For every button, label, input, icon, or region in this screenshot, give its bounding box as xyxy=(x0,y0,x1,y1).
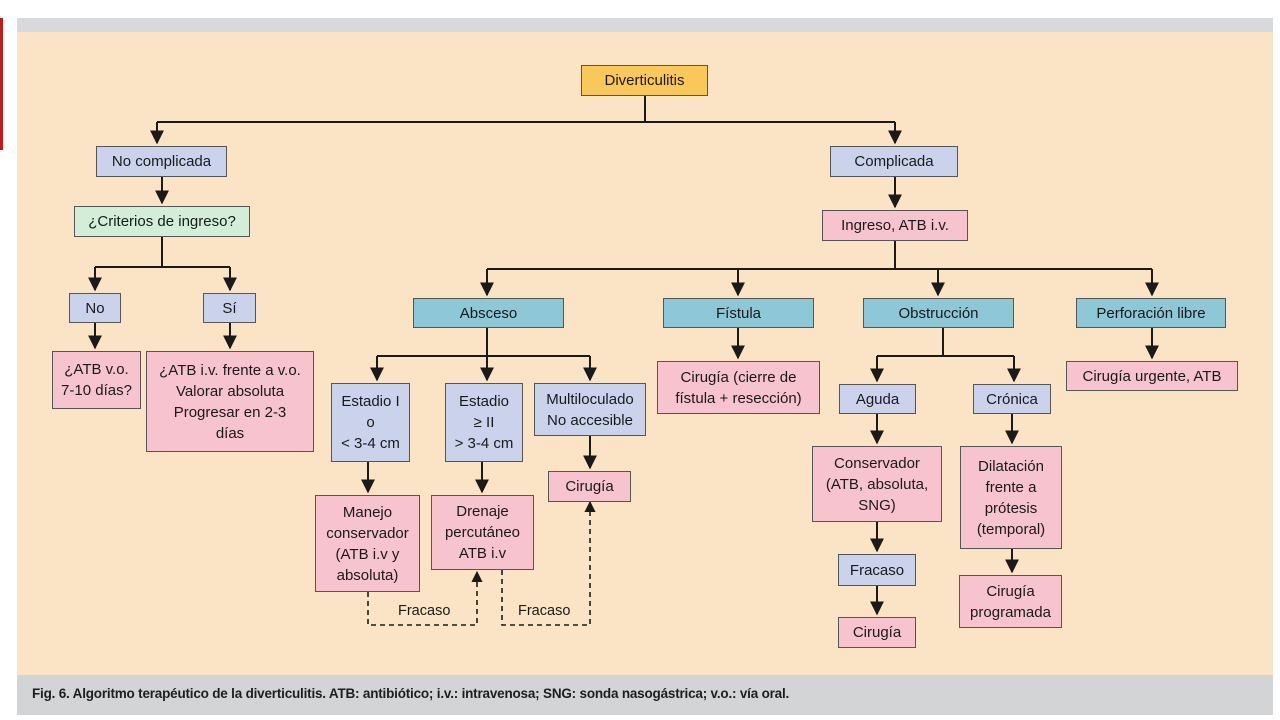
node-complicada: Complicada xyxy=(830,146,958,177)
node-si: Sí xyxy=(203,293,256,323)
node-cronica: Crónica xyxy=(973,384,1051,414)
top-bar xyxy=(17,18,1273,32)
node-cirugia-multiloculado: Cirugía xyxy=(548,471,631,502)
edge-fracaso-drenaje-to-cirugia xyxy=(501,500,596,626)
node-no: No xyxy=(69,293,121,323)
page-edge-mark xyxy=(0,18,3,150)
node-conservador: Conservador (ATB, absoluta, SNG) xyxy=(812,446,942,522)
node-aguda: Aguda xyxy=(839,384,916,414)
node-fracaso: Fracaso xyxy=(838,554,916,586)
node-atb-iv: ¿ATB i.v. frente a v.o. Valorar absoluta… xyxy=(146,351,314,452)
node-criterios-ingreso: ¿Criterios de ingreso? xyxy=(74,206,250,237)
node-estadio-2: Estadio ≥ II > 3-4 cm xyxy=(445,383,523,462)
node-cirugia-fistula: Cirugía (cierre de fístula + resección) xyxy=(657,361,820,414)
node-no-complicada: No complicada xyxy=(96,146,227,177)
node-cirugia-aguda: Cirugía xyxy=(838,617,916,648)
node-atb-vo: ¿ATB v.o. 7-10 días? xyxy=(52,351,141,409)
node-absceso: Absceso xyxy=(413,298,564,328)
node-estadio-1: Estadio I o < 3-4 cm xyxy=(331,383,410,462)
edge-label-fracaso-1: Fracaso xyxy=(398,603,451,619)
node-fistula: Fístula xyxy=(663,298,814,328)
caption-bar xyxy=(17,675,1273,715)
node-cirugia-urgente: Cirugía urgente, ATB xyxy=(1066,361,1238,391)
node-multiloculado: Multiloculado No accesible xyxy=(534,383,646,436)
node-cirugia-programada: Cirugía programada xyxy=(959,575,1062,628)
node-manejo-conservador: Manejo conservador (ATB i.v y absoluta) xyxy=(315,495,420,592)
figure-caption: Fig. 6. Algoritmo terapéutico de la dive… xyxy=(32,686,790,701)
edge-label-fracaso-2: Fracaso xyxy=(518,603,571,619)
node-diverticulitis: Diverticulitis xyxy=(581,65,708,96)
node-dilatacion: Dilatación frente a prótesis (temporal) xyxy=(960,446,1062,549)
node-perforacion-libre: Perforación libre xyxy=(1076,298,1226,328)
node-obstruccion: Obstrucción xyxy=(863,298,1014,328)
node-ingreso-atb: Ingreso, ATB i.v. xyxy=(822,210,968,241)
node-drenaje-percutaneo: Drenaje percutáneo ATB i.v xyxy=(431,495,534,570)
